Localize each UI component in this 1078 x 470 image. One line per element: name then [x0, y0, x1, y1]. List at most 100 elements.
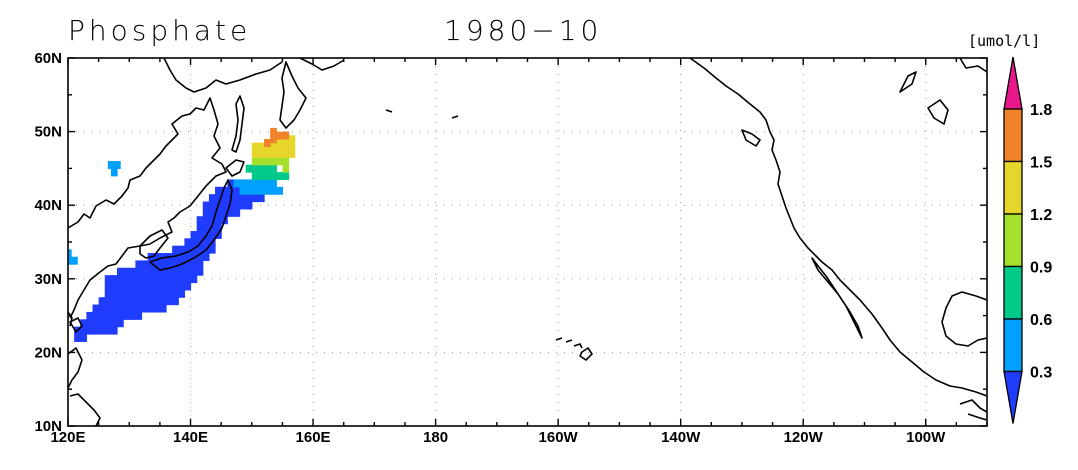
- lon-label: 180: [423, 429, 448, 446]
- data-cell-kuroshio-band: [86, 319, 94, 328]
- coastline-japan-hokkaido: [225, 159, 245, 177]
- coastline-hawaii: [555, 337, 593, 361]
- data-cell-kuroshio-band: [215, 216, 222, 225]
- coastlines: [68, 58, 987, 426]
- data-cell-kuroshio-band: [110, 275, 118, 284]
- data-cell-kuroshio-band: [110, 289, 118, 298]
- data-cell-kuroshio-band: [221, 208, 228, 217]
- data-cell-oyashio-teal: [270, 164, 277, 173]
- axis-ticks: [67, 57, 988, 427]
- colorbar-label: 0.9: [1030, 260, 1052, 277]
- data-cell-oyashio-yellow: [282, 150, 290, 158]
- data-cell-kuroshio-band: [92, 304, 100, 313]
- data-cell-kuroshio-band: [147, 275, 155, 284]
- data-cell-oyashio-yellow: [270, 142, 277, 151]
- data-cell-kuroshio-band: [196, 230, 204, 239]
- data-cell-kuroshio-band: [129, 267, 136, 276]
- data-cell-kuroshio-band: [80, 319, 87, 328]
- data-cell-oyashio-green: [276, 157, 284, 166]
- data-cell-kuroshio-band: [190, 230, 198, 239]
- data-cell-kuroshio-band: [86, 311, 94, 320]
- colorbar-segment: [1003, 108, 1023, 163]
- data-cell-kuroshio-band: [184, 260, 192, 269]
- data-cell-oyashio-light-blue: [110, 168, 118, 177]
- data-cell-kuroshio-band: [153, 297, 161, 306]
- coastline-yucatan: [959, 399, 987, 413]
- data-cell-oyashio-orange: [276, 131, 284, 140]
- data-cell-kuroshio-band: [123, 304, 130, 313]
- data-cell-kuroshio-band: [135, 275, 143, 284]
- data-cell-kuroshio-band: [104, 297, 112, 306]
- data-cell-oyashio-light-blue: [68, 256, 72, 265]
- colorbar-extend-min: [1003, 370, 1023, 424]
- coastline-okhotsk: [163, 58, 283, 93]
- units-label: [umol/l]: [968, 32, 1041, 50]
- data-cell-kuroshio-band: [135, 267, 143, 276]
- data-cell-kuroshio-band: [141, 275, 149, 284]
- data-cell-kuroshio-band: [110, 311, 118, 320]
- data-cell-kuroshio-band: [110, 297, 118, 306]
- data-cell-kuroshio-band: [196, 245, 204, 254]
- data-cell-kuroshio-band: [221, 194, 228, 203]
- data-cell-oyashio-green: [264, 157, 271, 166]
- data-cell-kuroshio-band: [80, 326, 87, 335]
- data-cell-kuroshio-band: [104, 289, 112, 298]
- data-cell-kuroshio-band: [129, 289, 136, 298]
- map-title: Phosphate 1980−10: [68, 14, 688, 48]
- data-cell-kuroshio-band: [190, 238, 198, 247]
- data-cell-oyashio-light-blue: [251, 179, 259, 188]
- coastline-kamchatka: [279, 61, 307, 129]
- title-date: 1980−10: [444, 14, 603, 47]
- data-cell-kuroshio-band: [123, 311, 130, 320]
- data-cell-kuroshio-band: [178, 289, 186, 298]
- coastline-philippines: [68, 347, 83, 389]
- colorbar-label: 0.6: [1030, 312, 1052, 329]
- data-cell-kuroshio-band: [104, 326, 112, 335]
- data-cell-kuroshio-band: [141, 297, 149, 306]
- data-cell-kuroshio-band: [159, 267, 167, 276]
- data-cell-kuroshio-band: [233, 201, 241, 210]
- data-cell-oyashio-yellow: [257, 142, 265, 151]
- colorbar: 0.30.60.91.21.51.8: [1003, 56, 1052, 424]
- colorbar-label: 1.5: [1030, 155, 1052, 172]
- data-cell-kuroshio-band: [172, 275, 179, 284]
- data-cell-kuroshio-band: [104, 282, 112, 291]
- data-cell-kuroshio-band: [98, 297, 106, 306]
- data-cell-kuroshio-band: [153, 253, 161, 261]
- data-cell-kuroshio-band: [166, 267, 173, 276]
- data-cell-kuroshio-band: [153, 275, 161, 284]
- data-cell-oyashio-yellow: [288, 150, 296, 158]
- data-cell-kuroshio-band: [117, 311, 124, 320]
- data-cell-oyashio-teal: [251, 172, 259, 181]
- data-cell-kuroshio-band: [172, 253, 179, 261]
- data-cell-kuroshio-band: [117, 304, 124, 313]
- data-cell-kuroshio-band: [92, 319, 100, 328]
- data-cell-kuroshio-band: [196, 216, 204, 225]
- lat-label: 20N: [34, 344, 62, 361]
- data-cell-oyashio-yellow: [276, 142, 284, 151]
- lon-label: 140W: [661, 429, 701, 446]
- data-cell-kuroshio-band: [227, 179, 235, 188]
- data-cell-kuroshio-band: [147, 297, 155, 306]
- data-cell-oyashio-light-blue: [257, 179, 265, 188]
- coastline-cuba: [967, 413, 987, 421]
- colorbar-label: 1.2: [1030, 207, 1052, 224]
- data-cell-kuroshio-band: [117, 319, 124, 328]
- colorbar-label: 0.3: [1030, 365, 1052, 382]
- data-cell-kuroshio-band: [190, 267, 198, 276]
- coastline-gulf-mexico: [941, 291, 987, 347]
- data-cell-kuroshio-band: [202, 238, 210, 247]
- lat-label: 30N: [34, 271, 62, 288]
- data-cell-kuroshio-band: [178, 245, 186, 254]
- data-cell-kuroshio-band: [117, 275, 124, 284]
- data-cell-kuroshio-band: [208, 201, 216, 210]
- data-cell-oyashio-teal: [251, 164, 259, 173]
- data-cell-kuroshio-band: [178, 282, 186, 291]
- data-cell-oyashio-green: [270, 157, 277, 166]
- data-cell-kuroshio-band: [233, 186, 241, 195]
- data-cell-kuroshio-band: [141, 282, 149, 291]
- data-cell-kuroshio-band: [196, 223, 204, 232]
- data-cell-oyashio-yellow: [276, 150, 284, 158]
- lon-label: 100W: [906, 429, 946, 446]
